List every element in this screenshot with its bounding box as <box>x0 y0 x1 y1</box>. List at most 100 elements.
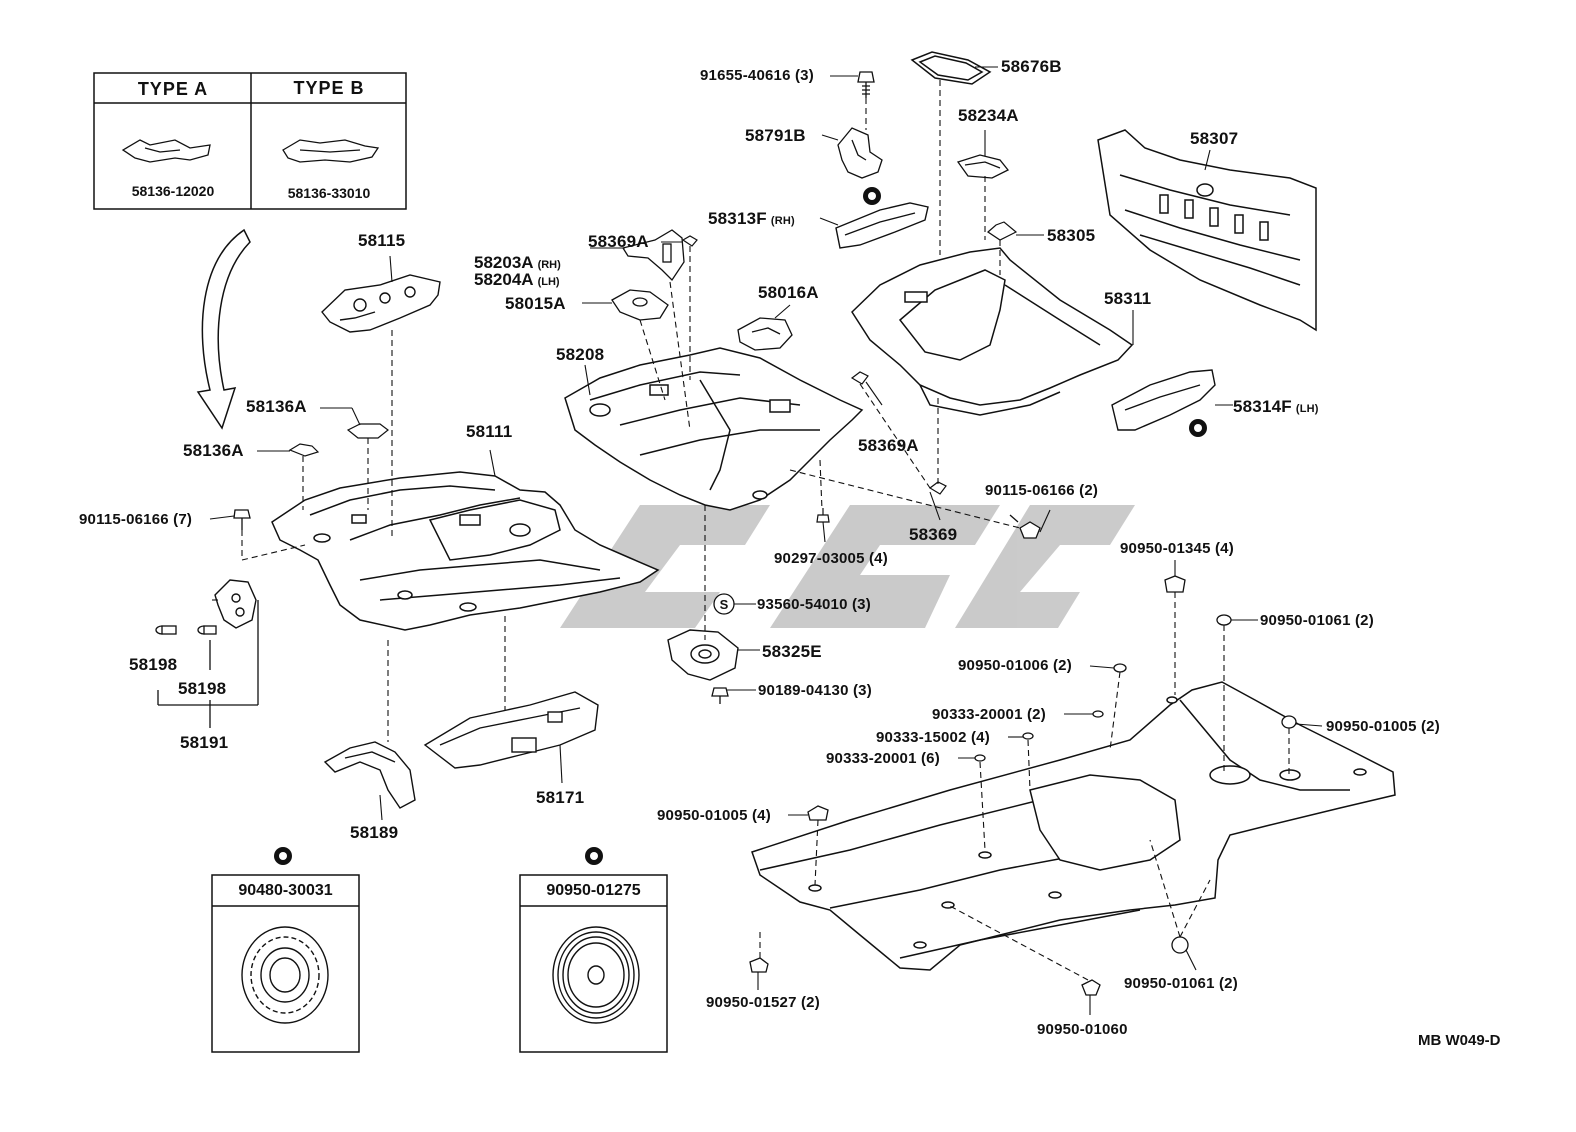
plug-box-right-title: 90950-01275 <box>546 882 641 899</box>
label-58305: 58305 <box>1047 226 1096 245</box>
screw-90297-icon <box>816 508 830 523</box>
dashed-leader-lines <box>212 80 1290 981</box>
label-90950-01527: 90950-01527 (2) <box>706 994 820 1011</box>
part-58307-back-panel <box>1097 129 1317 332</box>
label-90115-06166-2: 90115-06166 (2) <box>985 482 1099 499</box>
label-58204a-side: (LH) <box>537 276 560 288</box>
label-58311: 58311 <box>1104 289 1152 308</box>
label-58198-left: 58198 <box>129 655 178 674</box>
part-58191-bracket <box>214 579 257 629</box>
plug-box-right <box>519 874 668 1053</box>
part-58313f-rh-member <box>835 202 929 249</box>
plug-left-drawing <box>241 926 329 1024</box>
label-90297-03005: 90297-03005 (4) <box>774 550 888 567</box>
part-58115-drawing <box>321 274 441 333</box>
type-b-clip-drawing <box>282 139 380 163</box>
label-58369a-mid: 58369A <box>858 436 919 455</box>
label-58234a: 58234A <box>958 106 1019 125</box>
label-90950-01006: 90950-01006 (2) <box>958 657 1072 674</box>
label-58314f: 58314F(LH) <box>1233 398 1319 415</box>
label-90115-06166-7: 90115-06166 (7) <box>79 511 193 528</box>
type-a-part-number: 58136-12020 <box>131 183 215 199</box>
bracket-lines-58191 <box>157 600 259 728</box>
s-symbol-letter: S <box>720 597 729 612</box>
part-underbody-floor-assembly <box>751 681 1396 971</box>
part-58234a-patch <box>956 154 1010 179</box>
label-58313f: 58313F(RH) <box>708 210 795 227</box>
clip-58369a-mid <box>850 371 869 385</box>
part-58189-bracket <box>323 741 416 809</box>
type-a-label: TYPE A <box>137 79 209 99</box>
label-58369: 58369 <box>909 525 958 544</box>
label-58189: 58189 <box>350 823 399 842</box>
label-90333-15002: 90333-15002 (4) <box>876 729 990 746</box>
label-58313f-number: 58313F <box>708 209 767 228</box>
label-58198-right: 58198 <box>178 679 227 698</box>
label-58325e: 58325E <box>762 642 822 661</box>
part-58208-center-floor <box>564 347 864 511</box>
label-58313f-side: (RH) <box>770 215 795 227</box>
label-58203a-number: 58203A <box>474 253 534 272</box>
bolt-90189-icon <box>711 687 729 704</box>
dot-marker-plug-right-inner <box>590 852 598 860</box>
label-90333-20001-2: 90333-20001 (2) <box>932 706 1046 723</box>
label-90950-01005-2: 90950-01005 (2) <box>1326 718 1440 735</box>
bolt-58198-left-icon <box>155 625 177 635</box>
part-58325e-plate <box>667 629 739 681</box>
type-b-part-number: 58136-33010 <box>287 185 371 201</box>
dot-marker-58314f-inner <box>1194 424 1202 432</box>
label-58171: 58171 <box>536 788 585 807</box>
label-58369a-top: 58369A <box>588 232 649 251</box>
label-90950-01061-upper: 90950-01061 (2) <box>1260 612 1374 629</box>
label-58111: 58111 <box>466 422 513 441</box>
diagram-reference-code: MB W049-D <box>1418 1032 1501 1049</box>
part-58016a-cover <box>737 317 793 351</box>
bolt-91655-icon <box>857 71 875 98</box>
label-58203a: 58203A(RH) <box>474 254 561 272</box>
label-58191: 58191 <box>180 733 229 752</box>
part-58305-bracket <box>987 221 1018 241</box>
label-58204a: 58204A(LH) <box>474 271 560 289</box>
bolt-90115-right-icon <box>1009 514 1041 539</box>
label-90950-01005-4: 90950-01005 (4) <box>657 807 771 824</box>
plug-box-left <box>211 874 360 1053</box>
part-58171-tunnel-brace <box>423 691 599 769</box>
bolt-58198-right-icon <box>197 625 217 635</box>
type-table <box>93 72 407 210</box>
part-58015a-bracket <box>611 289 669 321</box>
label-93560-54010: 93560-54010 (3) <box>757 596 871 613</box>
label-90189-04130: 90189-04130 (3) <box>758 682 872 699</box>
label-91655-40616: 91655-40616 (3) <box>700 67 814 84</box>
clip-58369 <box>928 481 947 495</box>
dot-marker-plug-left-inner <box>279 852 287 860</box>
label-58314f-number: 58314F <box>1233 397 1292 416</box>
label-58307: 58307 <box>1190 129 1239 148</box>
clip-58136a-lower <box>288 443 320 457</box>
part-58791b-bracket <box>837 127 883 179</box>
plug-right-drawing <box>552 926 640 1024</box>
part-58314f-lh-member <box>1111 369 1216 431</box>
clip-58369a-top <box>681 235 698 247</box>
label-90950-01345: 90950-01345 (4) <box>1120 540 1234 557</box>
label-58016a: 58016A <box>758 283 819 302</box>
label-58015a: 58015A <box>505 294 566 313</box>
label-58208: 58208 <box>556 345 605 364</box>
label-58791b: 58791B <box>745 126 806 145</box>
plug-box-left-title: 90480-30031 <box>238 882 333 899</box>
label-90950-01060: 90950-01060 <box>1037 1021 1128 1038</box>
label-58204a-number: 58204A <box>474 270 534 289</box>
label-90950-01061-lower: 90950-01061 (2) <box>1124 975 1238 992</box>
curved-arrow-icon <box>196 228 251 430</box>
part-58111-front-floor-pan <box>271 471 660 631</box>
label-58115: 58115 <box>358 231 406 250</box>
dot-marker-58313f-inner <box>868 192 876 200</box>
part-58311-spare-tire-pan <box>851 247 1134 416</box>
label-90333-20001-6: 90333-20001 (6) <box>826 750 940 767</box>
part-58676b-pad <box>910 51 992 85</box>
watermark-logo <box>560 505 1135 628</box>
label-58136a-upper: 58136A <box>246 397 307 416</box>
bolt-90115-left-icon <box>233 509 251 530</box>
type-a-clip-drawing <box>121 139 211 163</box>
solid-leader-lines <box>209 66 1323 1015</box>
